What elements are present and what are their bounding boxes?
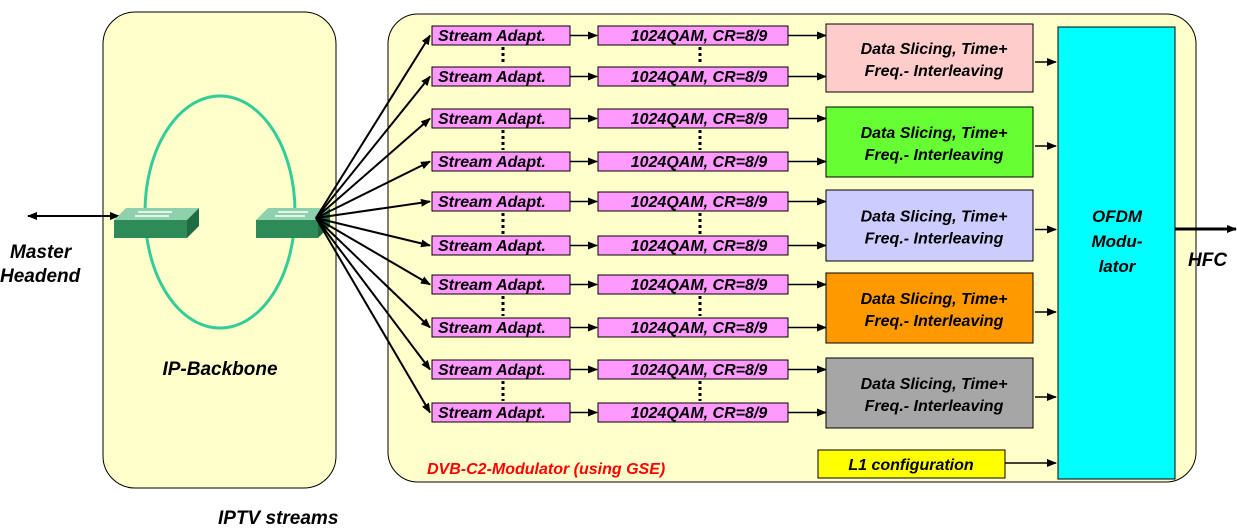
stream-adapter-label-4: Stream Adapt. — [438, 194, 546, 211]
qam-label-2: 1024QAM, CR=8/9 — [631, 111, 768, 128]
data-slicing-label-0: Data Slicing, Time+ — [861, 41, 1008, 58]
fanout-arrow-5 — [315, 217, 431, 248]
stream-adapter-label-0: Stream Adapt. — [438, 28, 546, 45]
fanout-arrow-3 — [315, 160, 431, 219]
qam-label-5: 1024QAM, CR=8/9 — [631, 238, 768, 255]
qam-label-6: 1024QAM, CR=8/9 — [631, 277, 768, 294]
data-slicing-label-1: Data Slicing, Time+ — [861, 125, 1008, 142]
ip-backbone-label: IP-Backbone — [162, 359, 278, 380]
data-slicing-blocks: Data Slicing, Time+Freq.- InterleavingDa… — [825, 23, 1057, 429]
stream-adapter-label-6: Stream Adapt. — [438, 277, 546, 294]
data-slicing-label-3: Data Slicing, Time+ — [861, 291, 1008, 308]
data-slicing-box-0 — [825, 23, 1034, 93]
iptv-fanout-arrows — [315, 34, 431, 414]
freq-interleaving-label-3: Freq.- Interleaving — [865, 313, 1004, 330]
data-slicing-label-2: Data Slicing, Time+ — [861, 209, 1008, 226]
hfc-label: HFC — [1188, 250, 1227, 271]
fanout-arrow-4 — [315, 198, 431, 219]
stream-adapter-label-1: Stream Adapt. — [438, 69, 546, 86]
network-switch-left — [114, 208, 199, 238]
stream-adapter-label-8: Stream Adapt. — [438, 362, 546, 379]
freq-interleaving-label-2: Freq.- Interleaving — [865, 231, 1004, 248]
ofdm-label-line3: lator — [1099, 257, 1137, 276]
data-slicing-box-1 — [825, 106, 1034, 178]
fanout-arrow-0 — [315, 34, 431, 219]
modulator-caption: DVB-C2-Modulator (using GSE) — [427, 461, 665, 478]
qam-label-3: 1024QAM, CR=8/9 — [631, 154, 768, 171]
freq-interleaving-label-1: Freq.- Interleaving — [865, 147, 1004, 164]
freq-interleaving-label-4: Freq.- Interleaving — [865, 398, 1004, 415]
data-slicing-box-4 — [825, 357, 1034, 429]
qam-label-9: 1024QAM, CR=8/9 — [631, 405, 768, 422]
l1-configuration-label: L1 configuration — [848, 457, 974, 474]
fanout-arrow-2 — [315, 117, 431, 219]
qam-label-4: 1024QAM, CR=8/9 — [631, 194, 768, 211]
master-headend-label-line1: Master — [10, 242, 73, 263]
fanout-arrow-8 — [315, 217, 431, 371]
qam-label-7: 1024QAM, CR=8/9 — [631, 320, 768, 337]
qam-label-1: 1024QAM, CR=8/9 — [631, 69, 768, 86]
qam-label-0: 1024QAM, CR=8/9 — [631, 28, 768, 45]
freq-interleaving-label-0: Freq.- Interleaving — [865, 63, 1004, 80]
fanout-arrow-6 — [315, 217, 431, 286]
data-slicing-label-4: Data Slicing, Time+ — [861, 376, 1008, 393]
qam-label-8: 1024QAM, CR=8/9 — [631, 362, 768, 379]
iptv-streams-label: IPTV streams — [218, 508, 338, 529]
stream-adapter-label-5: Stream Adapt. — [438, 238, 546, 255]
l1-configuration-box — [817, 449, 1006, 479]
fanout-arrow-1 — [315, 75, 431, 219]
fanout-arrow-9 — [315, 217, 431, 414]
stream-adapter-label-7: Stream Adapt. — [438, 320, 546, 337]
ofdm-modulator-box — [1057, 26, 1176, 480]
ofdm-label-line1: OFDM — [1092, 207, 1143, 226]
stream-adapter-label-2: Stream Adapt. — [438, 111, 546, 128]
network-switch-right — [256, 208, 330, 238]
stream-adapter-label-3: Stream Adapt. — [438, 154, 546, 171]
master-headend-label-line2: Headend — [0, 266, 81, 287]
data-slicing-box-3 — [825, 272, 1034, 344]
data-slicing-box-2 — [825, 189, 1034, 262]
ofdm-label-line2: Modu- — [1092, 232, 1143, 251]
ip-backbone-box — [102, 11, 337, 489]
stream-adapter-label-9: Stream Adapt. — [438, 405, 546, 422]
fanout-arrow-7 — [315, 217, 431, 329]
